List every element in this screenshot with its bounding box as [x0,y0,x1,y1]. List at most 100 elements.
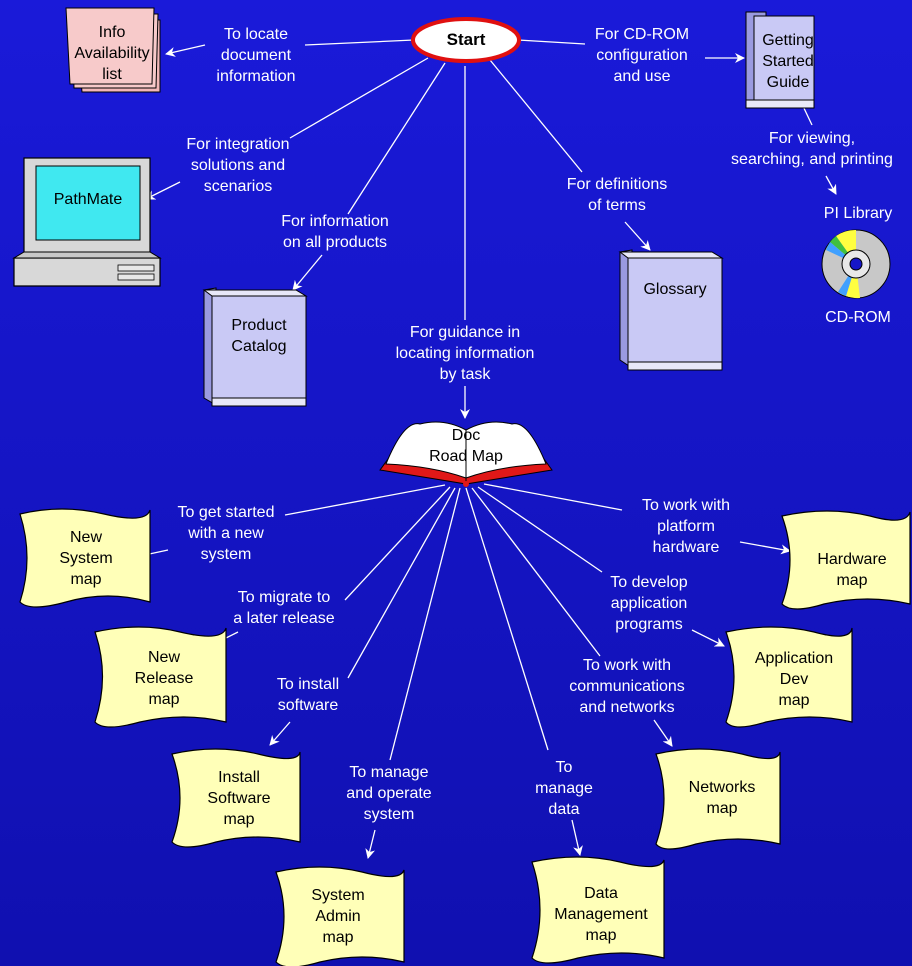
mo-2: and operate [346,785,432,802]
edge-label-viewing: For viewing, searching, and printing [714,128,910,170]
ld-3: information [216,68,296,85]
edge-label-install: To install software [258,674,358,716]
gs-line-3: Guide [766,74,810,91]
ns-line-3: map [70,571,102,588]
cc-3: and use [613,68,671,85]
in-1: To install [276,676,340,693]
mo-3: system [363,806,415,823]
md-1: To [555,759,573,776]
dv-2: application [610,595,688,612]
pc-line-1: Product [231,317,287,334]
product-catalog-label: Product Catalog [212,315,306,357]
data-management-label: Data Management map [540,883,662,946]
road-map-label: Doc Road Map [416,425,516,467]
system-admin-label: System Admin map [280,885,396,948]
info-line-2: Availability [74,45,150,62]
gs-e-2: with a new [188,525,264,542]
ap-1: For information [281,213,389,230]
in-2: software [277,697,339,714]
edge-label-get-started: To get started with a new system [160,502,292,565]
pathmate-computer[interactable] [12,157,162,287]
networks-label: Networks map [664,777,780,819]
rm-line-2: Road Map [429,448,503,465]
cc-1: For CD-ROM [594,26,690,43]
networks-map-scroll[interactable] [655,748,781,850]
edge-label-communications: To work with communications and networks [556,655,698,718]
mg-2: a later release [233,610,335,627]
ap-2: on all products [282,234,388,251]
vw-1: For viewing, [768,130,856,147]
dm-line-3: map [585,927,617,944]
system-admin-map-scroll[interactable] [275,866,405,966]
application-dev-label: Application Dev map [736,648,852,711]
md-2: manage [535,780,593,797]
edge-label-guidance: For guidance in locating information by … [376,322,554,385]
gs-line-2: Started [762,53,814,70]
is-line-2: Software [207,790,271,807]
ld-1: To locate [223,26,289,43]
new-release-label: New Release map [104,647,224,710]
edge-label-hardware: To work with platform hardware [616,495,756,558]
new-system-label: New System map [26,527,146,590]
product-catalog-book[interactable] [202,287,308,407]
cm-3: and networks [579,699,675,716]
start-connectors [145,39,837,419]
ad-line-2: Dev [779,671,809,688]
edge-label-manage-data: To manage data [522,757,606,820]
start-oval[interactable] [411,17,521,63]
md-3: data [548,801,580,818]
ig-1: For integration [186,136,290,153]
start-label: Start [446,30,486,49]
edge-label-locate-doc: To locate document information [196,24,316,87]
sa-line-3: map [322,929,354,946]
getting-started-label: Getting Started Guide [762,30,814,93]
cd-rom-disc[interactable] [821,229,891,299]
edge-label-migrate: To migrate to a later release [214,587,354,629]
hardware-label: Hardware map [794,549,910,591]
hw-line-1: Hardware [817,551,887,568]
gd-2: locating information [395,345,535,362]
pathmate-label: PathMate [53,191,123,208]
cm-1: To work with [582,657,672,674]
edge-label-manage-operate: To manage and operate system [330,762,448,825]
ig-2: solutions and [190,157,286,174]
edge-label-cdrom-config: For CD-ROM configuration and use [580,24,704,87]
application-dev-map-scroll[interactable] [725,626,853,728]
hw-e-2: platform [657,518,715,535]
edge-label-develop: To develop application programs [584,572,714,635]
cc-2: configuration [596,47,688,64]
mg-1: To migrate to [237,589,331,606]
edge-label-definitions: For definitions of terms [552,174,682,216]
gs-e-1: To get started [177,504,275,521]
new-release-map-scroll[interactable] [94,626,227,728]
cm-2: communications [569,678,685,695]
mo-1: To manage [349,764,429,781]
info-availability-doc[interactable] [65,7,161,93]
cd-rom-label: CD-ROM [825,309,891,326]
install-software-map-scroll[interactable] [171,748,301,848]
getting-started-guide-book[interactable] [745,11,815,109]
install-software-label: Install Software map [180,767,298,830]
new-system-map-scroll[interactable] [19,508,151,608]
gd-3: by task [439,366,491,383]
ld-2: document [220,47,292,64]
nr-line-3: map [148,691,180,708]
gs-e-3: system [200,546,252,563]
glossary-book[interactable] [618,249,724,371]
dv-1: To develop [610,574,688,591]
rm-line-1: Doc [451,427,481,444]
ns-line-1: New [69,529,102,546]
info-availability-label: Info Availability list [70,22,154,85]
edge-label-all-products: For information on all products [268,211,402,253]
hardware-map-scroll[interactable] [781,510,911,610]
ad-line-1: Application [754,650,834,667]
df-1: For definitions [566,176,668,193]
data-management-map-scroll[interactable] [531,856,665,964]
gs-line-1: Getting [762,32,814,49]
glossary-label: Glossary [643,281,707,298]
info-line-3: list [102,66,122,83]
is-line-1: Install [218,769,260,786]
doc-road-map-book[interactable] [379,421,553,487]
